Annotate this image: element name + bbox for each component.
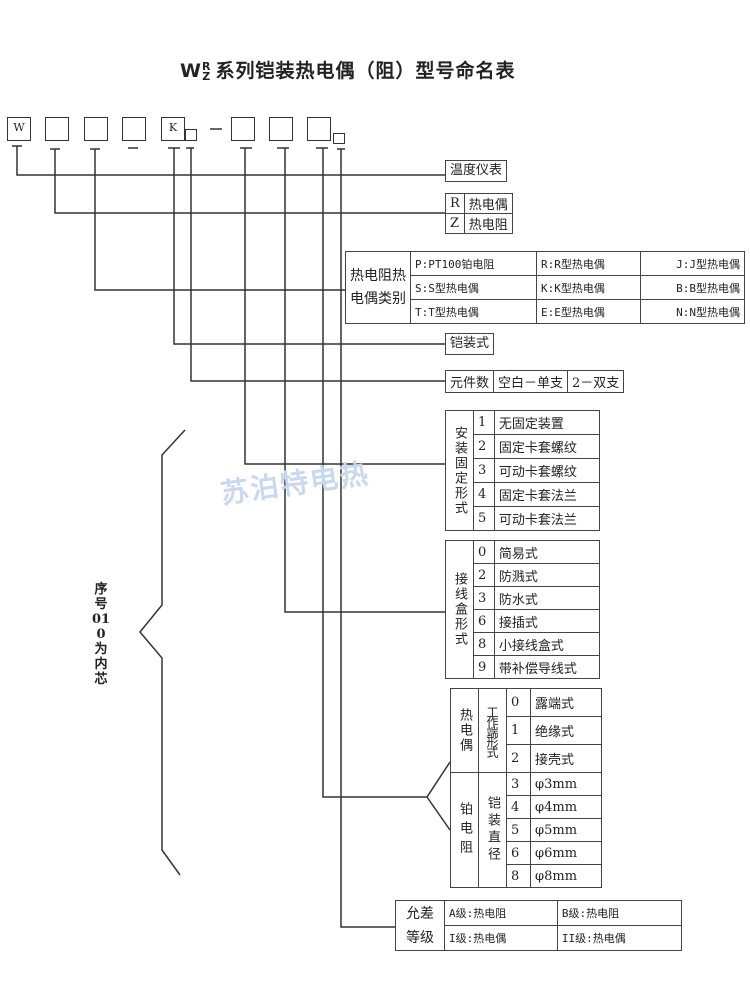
code-box-8-sub [333, 133, 345, 144]
code-box-7 [269, 117, 293, 141]
code-box-5-sub [185, 129, 197, 141]
line-end [322, 148, 451, 831]
line-type [54, 149, 445, 214]
left-brace [139, 429, 186, 876]
code-box-3 [84, 117, 108, 141]
line-armored [173, 148, 445, 345]
line-junction [284, 148, 445, 613]
armored-label: 铠装式 [445, 333, 495, 355]
side-note: 序号010为内芯 [91, 582, 111, 687]
line-instrument [16, 146, 445, 176]
code-box-8 [307, 117, 331, 141]
line-mounting [244, 148, 445, 465]
line-tolerance [340, 149, 395, 928]
code-box-2 [45, 117, 69, 141]
instrument-label: 温度仪表 [445, 160, 508, 182]
code-box-1: W [7, 117, 31, 141]
line-elements [190, 148, 445, 382]
code-box-4 [122, 117, 146, 141]
code-box-5: K [161, 117, 185, 141]
line-category [94, 149, 345, 291]
code-box-6 [231, 117, 255, 141]
